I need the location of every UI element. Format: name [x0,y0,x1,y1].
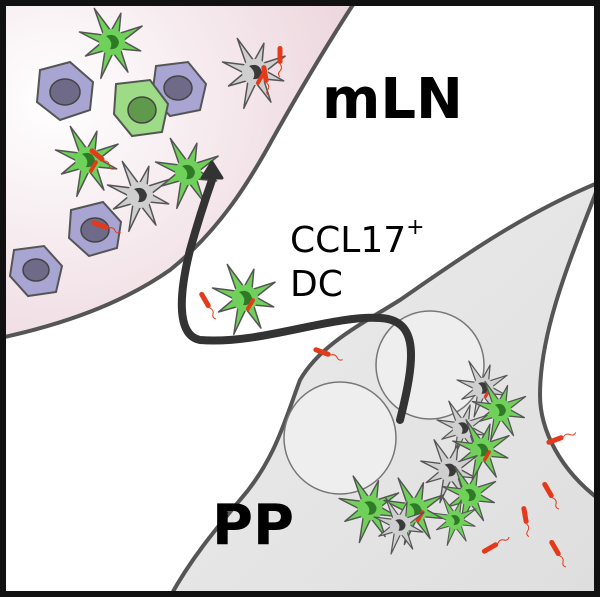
lymphocyte-icon-green [112,78,170,138]
pp-label: PP [212,493,294,558]
ccl17-negative-dc-icon [373,497,425,555]
ccl17-positive-dc-icon [338,475,400,544]
dc-label-sup: + [406,215,424,240]
ccl17-positive-dc-icon [211,263,276,336]
dc-label-line1: CCL17+ [290,215,425,261]
bacterium-icon [89,148,114,170]
bacterium-icon [91,220,121,234]
dc-label-ccl17: CCL17 [290,220,406,261]
ccl17-positive-dc-icon [383,477,445,546]
ccl17-positive-dc-icon [154,137,219,210]
lymphocyte-group [8,60,208,298]
bacterium-icon [521,506,530,538]
mln-label: mLN [322,67,463,132]
migration-arrow-icon [177,160,416,424]
bacterium-icon [199,291,217,320]
bacterium-icon [546,432,577,445]
bacterium-icon [261,65,270,97]
bacterium-icon [481,536,510,554]
ccl17-negative-dc-icon [221,37,286,110]
bacterium-icon [277,46,283,78]
dc-label-line2: DC [290,264,343,305]
follicle-upper [375,310,485,420]
bacteria-layer [89,46,577,568]
follicle-lower [283,381,397,495]
ccl17-positive-dc-icon [78,7,143,80]
ccl17-positive-dc-icon [471,380,527,442]
ccl17-negative-dc-icon [456,360,508,418]
ccl17-positive-dc-icon [431,495,477,546]
bacterium-icon [542,481,560,510]
ccl17-negative-dc-icon [106,160,171,233]
lymphocyte-icon [8,244,64,298]
lymphocyte-icon [35,60,95,122]
bacterium-icon [549,539,567,568]
bacterium-icon [313,347,343,361]
ccl17-negative-dc-icon [420,439,478,504]
